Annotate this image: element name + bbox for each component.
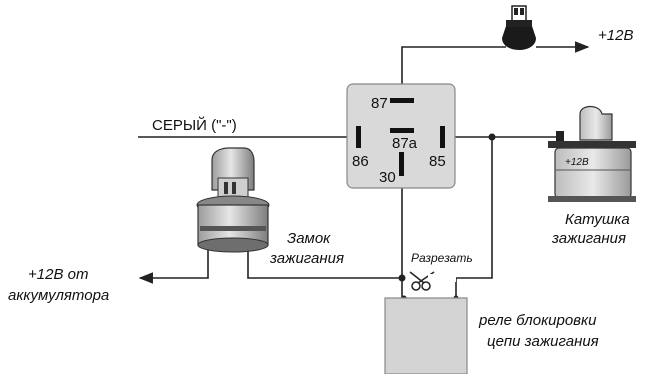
pin-30-blade bbox=[399, 152, 404, 176]
wire-lock bbox=[247, 250, 402, 279]
cut-label: Разрезать bbox=[411, 251, 473, 265]
block-label-line1: реле блокировки bbox=[478, 312, 597, 329]
pin-85-label: 85 bbox=[429, 153, 446, 170]
lock-label-line1: Замок bbox=[287, 230, 331, 247]
battery-label-line2: аккумулятора bbox=[8, 287, 109, 304]
ignition-coil-icon: +12В bbox=[548, 105, 636, 202]
scissors-icon bbox=[409, 271, 435, 291]
coil-badge-label: +12В bbox=[565, 157, 589, 168]
pin-87a-blade bbox=[390, 128, 414, 133]
wire-coil-to-block bbox=[455, 137, 493, 298]
block-label-line2: цепи зажигания bbox=[487, 333, 599, 350]
pin-30-label: 30 bbox=[379, 169, 396, 186]
pin-87a-label: 87a bbox=[392, 135, 418, 152]
pin-86-blade bbox=[356, 126, 361, 148]
wire-87-to-fuse bbox=[401, 46, 506, 97]
pin-86-label: 86 bbox=[352, 153, 369, 170]
lock-label-line2: зажигания bbox=[269, 250, 344, 267]
wire-battery bbox=[138, 250, 209, 284]
fuse-icon bbox=[502, 5, 536, 50]
pin-87-label: 87 bbox=[371, 95, 388, 112]
coil-label-line2: зажигания bbox=[551, 230, 626, 247]
battery-label-line1: +12В от bbox=[28, 266, 88, 283]
gray-wire-label: СЕРЫЙ ("-") bbox=[152, 116, 237, 134]
junction-dot bbox=[398, 274, 406, 282]
cut-gap bbox=[428, 274, 456, 282]
pin-85-blade bbox=[440, 126, 445, 148]
coil-label-line1: Катушка bbox=[565, 211, 630, 228]
plus12v-top-label: +12В bbox=[598, 27, 633, 44]
ignition-key-icon bbox=[196, 147, 270, 253]
pin-87-blade bbox=[390, 98, 414, 103]
relay: 87 87a 86 85 30 bbox=[346, 83, 456, 189]
blocking-relay-box bbox=[384, 297, 468, 375]
